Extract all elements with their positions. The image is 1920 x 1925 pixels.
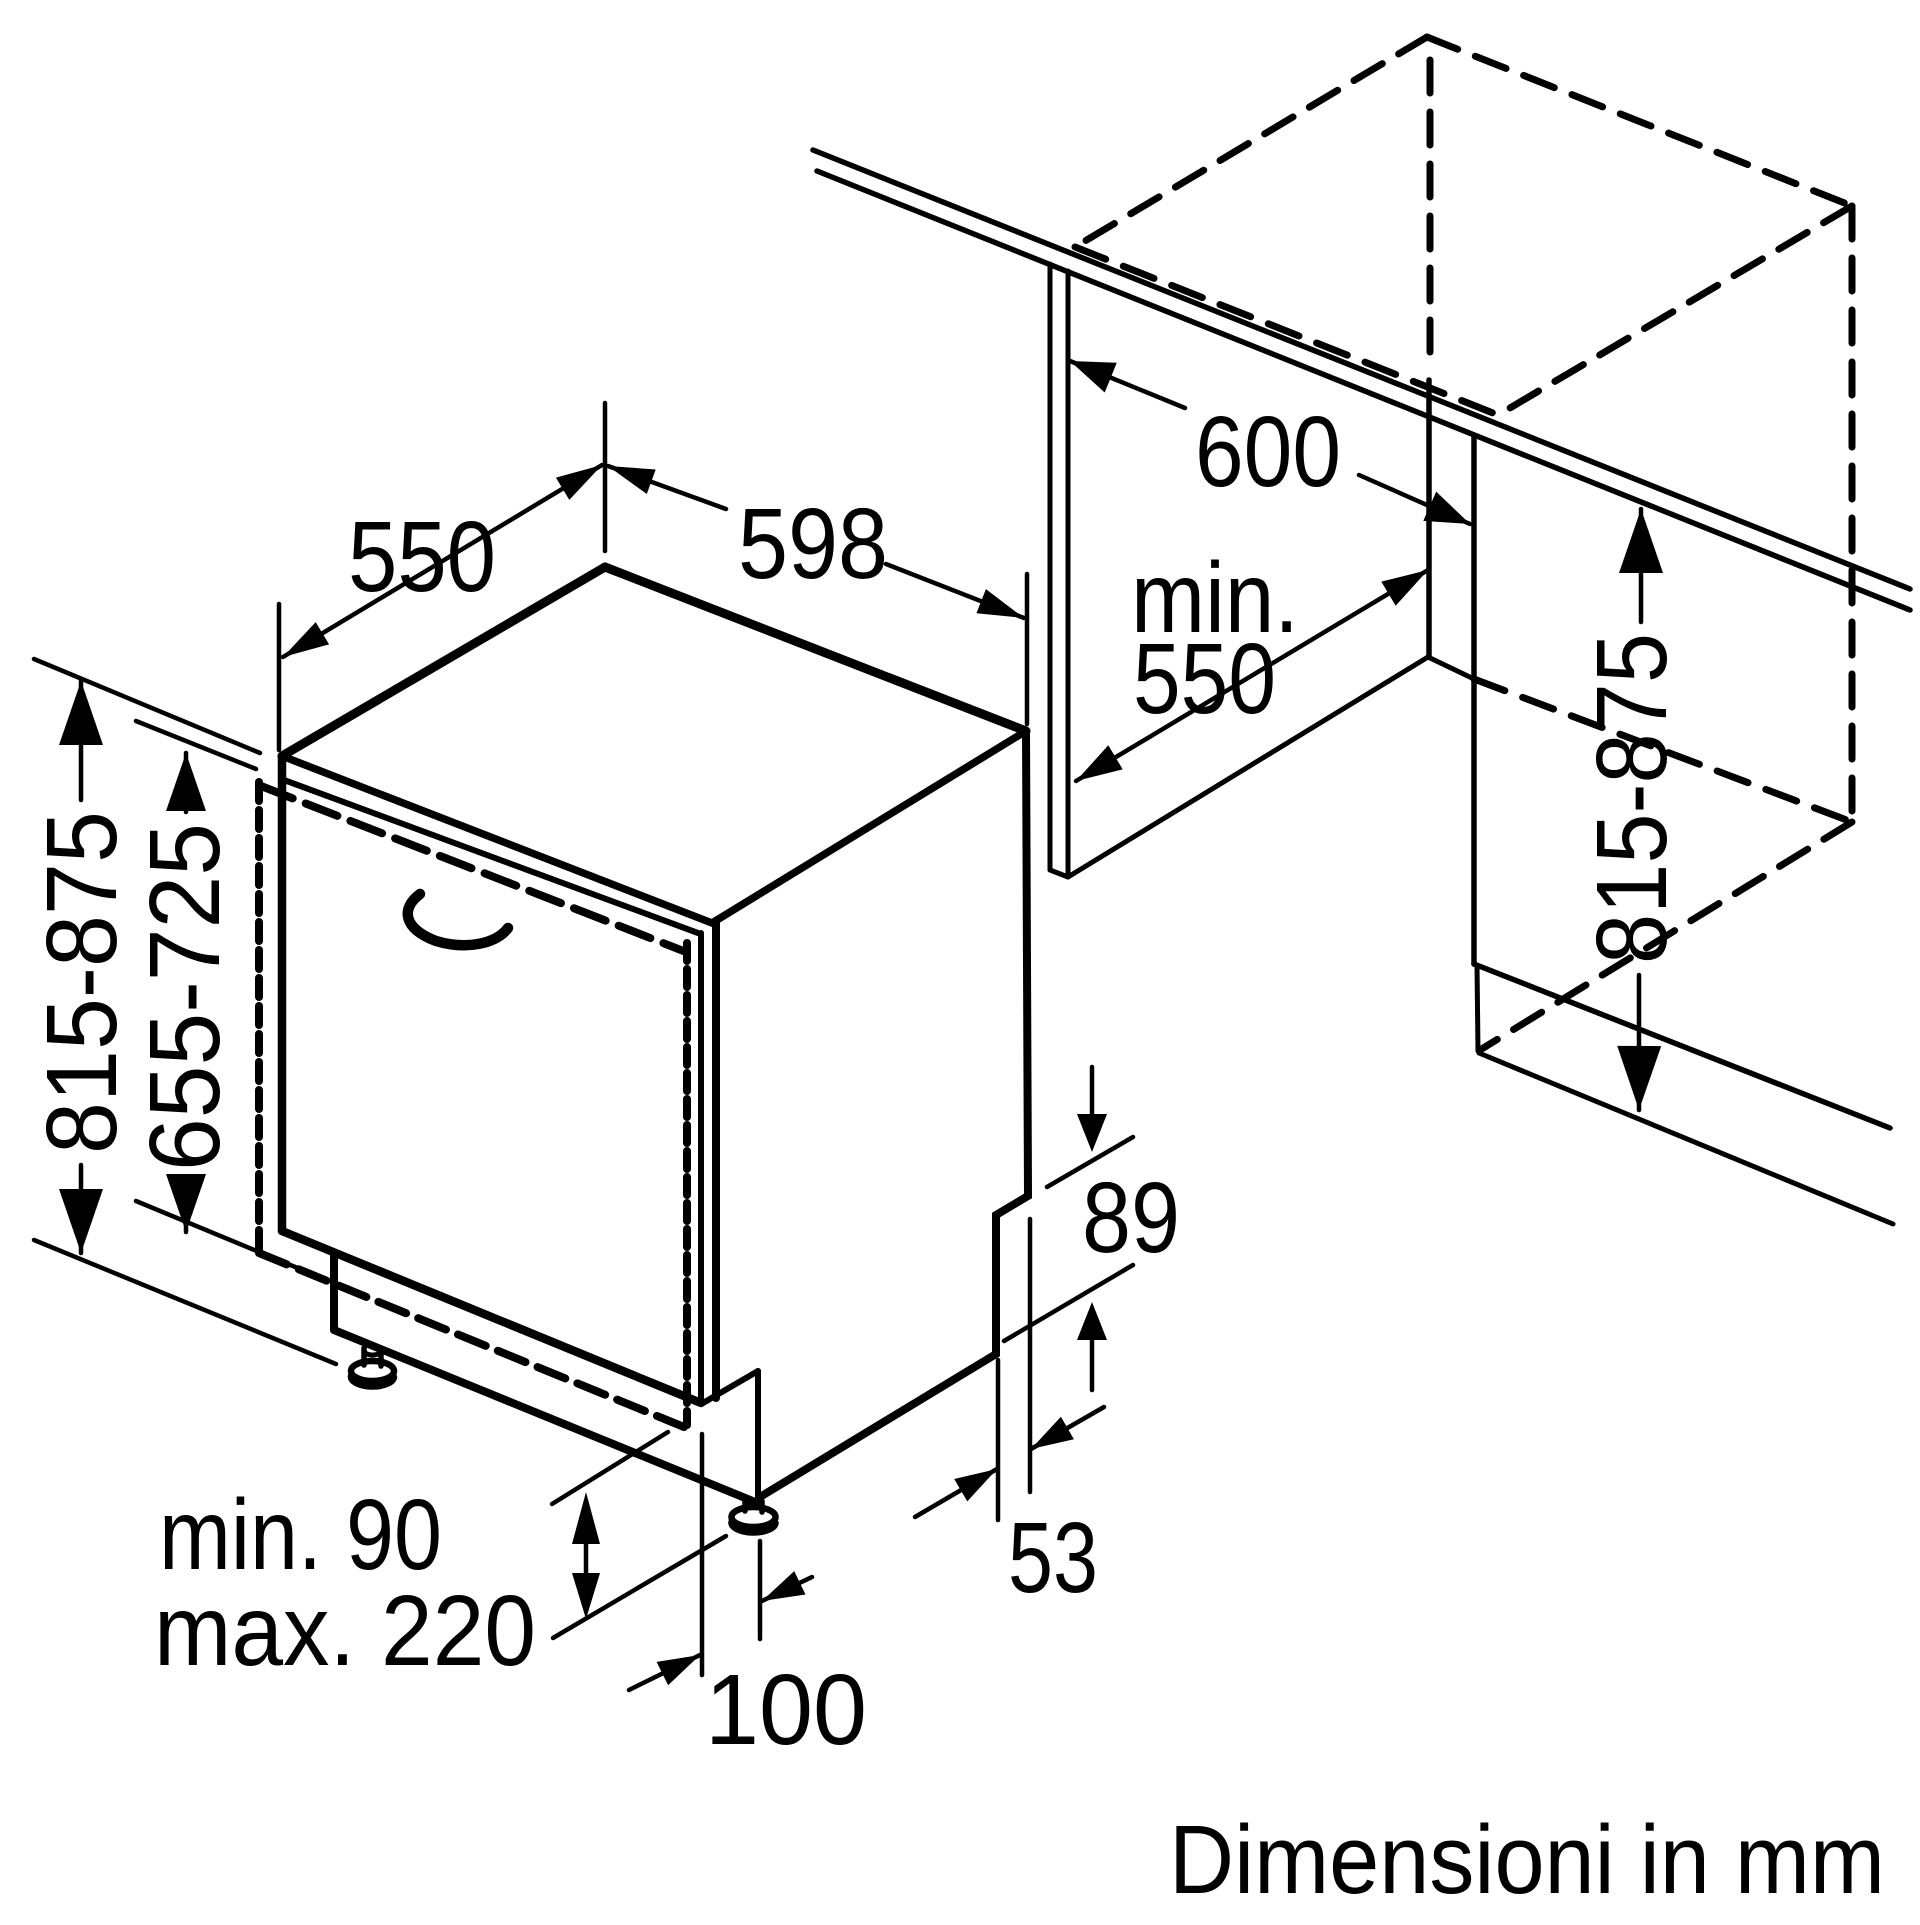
- svg-text:Dimensioni in mm: Dimensioni in mm: [1169, 1805, 1885, 1914]
- svg-text:89: 89: [1082, 1162, 1180, 1274]
- svg-text:815-875: 815-875: [1576, 633, 1688, 964]
- svg-text:550: 550: [348, 501, 496, 613]
- svg-text:598: 598: [738, 488, 888, 600]
- svg-text:53: 53: [1008, 1502, 1098, 1614]
- svg-text:600: 600: [1195, 396, 1341, 508]
- svg-text:655-725: 655-725: [129, 823, 241, 1171]
- svg-text:min.: min.: [1131, 542, 1299, 654]
- svg-text:max. 220: max. 220: [154, 1575, 536, 1687]
- svg-text:550: 550: [1133, 623, 1276, 735]
- svg-text:min. 90: min. 90: [159, 1479, 442, 1591]
- svg-text:100: 100: [705, 1654, 867, 1766]
- svg-text:815-875: 815-875: [26, 811, 138, 1154]
